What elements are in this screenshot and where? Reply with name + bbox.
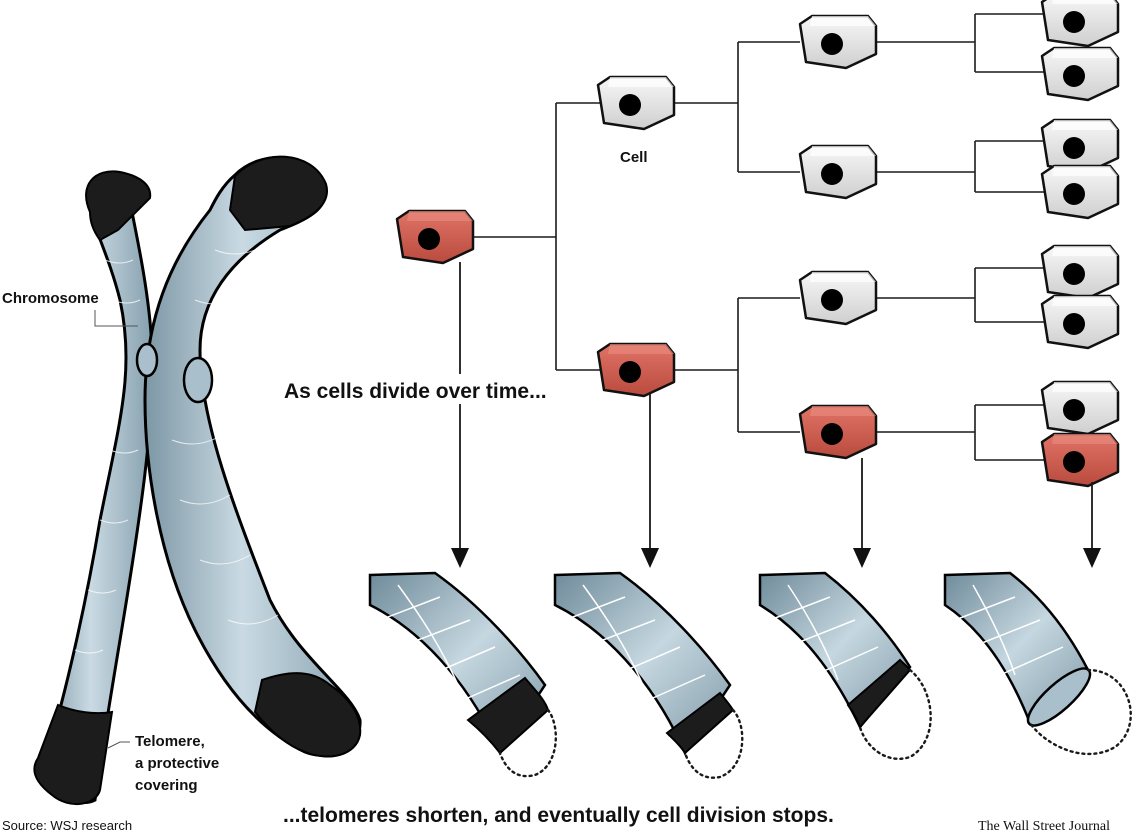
cell-highlight	[810, 16, 876, 26]
cell-highlight	[1052, 246, 1118, 256]
cell-highlight	[810, 272, 876, 282]
cell-highlight	[1052, 0, 1118, 4]
cell-gen4-7	[1042, 382, 1118, 434]
cell-gen4-6	[1042, 296, 1118, 348]
cell-highlight	[608, 77, 674, 87]
cell-highlight	[1052, 434, 1118, 444]
cell-gen4-2	[1042, 48, 1118, 100]
cell-lower-lower	[800, 406, 876, 458]
nucleus	[821, 289, 843, 311]
source-label: Source: WSJ research	[2, 818, 132, 833]
cell-highlight	[407, 211, 473, 221]
centromere	[184, 358, 212, 402]
cell-gen4-3	[1042, 120, 1118, 172]
cell-gen4-1	[1042, 0, 1118, 46]
nucleus	[619, 94, 641, 116]
cell-highlight	[1052, 296, 1118, 306]
segment-stage-2	[555, 573, 742, 778]
telomere-bottom-right	[255, 673, 360, 756]
cell-gen4-8	[1042, 434, 1118, 486]
telomere-bottom-left	[34, 705, 112, 804]
down-arrows	[451, 262, 1101, 568]
chromosome-label: Chromosome	[2, 290, 99, 307]
telomere-label-3: covering	[135, 777, 198, 794]
arrow-head-2	[641, 548, 659, 568]
cell-highlight	[1052, 166, 1118, 176]
nucleus	[821, 33, 843, 55]
division-tree-lines	[470, 14, 1045, 460]
nucleus	[1063, 399, 1085, 421]
nucleus	[619, 361, 641, 383]
credit-label: The Wall Street Journal	[978, 819, 1110, 834]
telomere-top-left	[86, 171, 150, 240]
cell-lower-upper	[800, 272, 876, 324]
cell-label: Cell	[620, 149, 648, 166]
nucleus	[1063, 11, 1085, 33]
cell-lower	[598, 344, 674, 396]
telomere-label-2: a protective	[135, 755, 219, 772]
segment-stage-4	[945, 573, 1131, 754]
arrow-head-1	[451, 548, 469, 568]
nucleus	[1063, 263, 1085, 285]
telomere-leader	[108, 742, 130, 748]
segment-stage-3	[760, 573, 931, 759]
nucleus	[1063, 183, 1085, 205]
cell-highlight	[1052, 382, 1118, 392]
cell-highlight	[1052, 48, 1118, 58]
segment-stage-1	[370, 573, 556, 776]
nucleus	[1063, 137, 1085, 159]
nucleus	[418, 228, 440, 250]
cell-upper	[598, 77, 674, 129]
nucleus	[1063, 451, 1085, 473]
arrow-head-3	[853, 548, 871, 568]
chromatid-front	[145, 157, 360, 755]
nucleus	[1063, 313, 1085, 335]
nucleus	[1063, 65, 1085, 87]
nucleus	[821, 423, 843, 445]
shorten-label: ...telomeres shorten, and eventually cel…	[283, 804, 834, 827]
cells	[397, 0, 1118, 486]
chromosome: Chromosome Telomere, a protective coveri…	[2, 157, 360, 804]
telomere-label-1: Telomere,	[135, 733, 205, 750]
cell-upper-lower	[800, 146, 876, 198]
cell-highlight	[810, 146, 876, 156]
nucleus	[821, 163, 843, 185]
cell-gen4-5	[1042, 246, 1118, 298]
cell-root	[397, 211, 473, 263]
telomere-top-right	[230, 157, 327, 230]
cell-highlight	[608, 344, 674, 354]
cell-upper-upper	[800, 16, 876, 68]
arrow-head-4	[1083, 548, 1101, 568]
divide-label: As cells divide over time...	[284, 380, 547, 403]
cell-highlight	[1052, 120, 1118, 130]
cell-highlight	[810, 406, 876, 416]
cell-gen4-4	[1042, 166, 1118, 218]
